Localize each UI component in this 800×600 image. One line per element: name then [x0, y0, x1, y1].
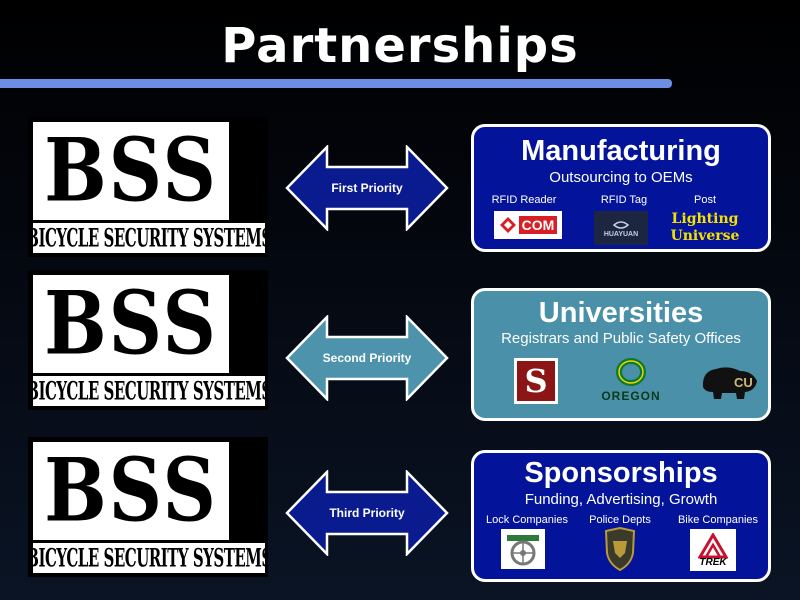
second-priority-label: Second Priority: [322, 351, 412, 365]
oregon-o-icon: [616, 358, 646, 386]
colorado-logo-text: CU: [734, 375, 753, 390]
manufacturing-box: Manufacturing Outsourcing to OEMs RFID R…: [471, 124, 771, 252]
police-badge-icon: [604, 526, 636, 572]
bss-logo: BSS BICYCLE SECURITY SYSTEMS: [28, 117, 268, 257]
bss-logo-main: BSS: [44, 273, 218, 375]
oregon-logo: OREGON: [590, 358, 672, 404]
lighting-universe-line2: Universe: [670, 228, 740, 244]
first-priority-arrow: First Priority: [285, 145, 449, 231]
lock-wheel-icon: [507, 535, 539, 566]
com-logo: COM: [494, 211, 562, 239]
second-priority-arrow: Second Priority: [285, 315, 449, 401]
post-label: Post: [693, 194, 716, 206]
manufacturing-subtitle: Outsourcing to OEMs: [549, 169, 693, 186]
police-badge-logo: [604, 526, 636, 572]
page-title: Partnerships: [221, 18, 579, 74]
bss-logo-main: BSS: [44, 120, 218, 222]
com-logo-text: COM: [518, 216, 558, 234]
bss-logo-tagline: BICYCLE SECURITY SYSTEMS: [33, 543, 265, 573]
stanford-logo: S: [514, 358, 558, 404]
buffalo-icon: CU: [702, 367, 757, 399]
huayuan-logo: HUAYUAN: [594, 211, 648, 245]
bike-companies-label: Bike Companies: [677, 514, 759, 526]
bss-logo-main: BSS: [44, 440, 218, 542]
oregon-logo-text: OREGON: [601, 389, 661, 403]
sponsorships-heading: Sponsorships: [524, 457, 718, 489]
stanford-logo-text: S: [524, 362, 548, 400]
lock-companies-label: Lock Companies: [486, 514, 568, 526]
lighting-universe-line1: Lighting: [671, 211, 739, 227]
manufacturing-heading: Manufacturing: [521, 135, 721, 167]
police-depts-label: Police Depts: [589, 514, 651, 526]
huayuan-logo-text: HUAYUAN: [603, 230, 639, 238]
colorado-logo: CU: [700, 361, 760, 401]
third-priority-arrow: Third Priority: [285, 470, 449, 556]
bss-logo-tagline: BICYCLE SECURITY SYSTEMS: [33, 376, 265, 406]
bss-logo: BSS BICYCLE SECURITY SYSTEMS: [28, 270, 268, 410]
bss-logo-tagline: BICYCLE SECURITY SYSTEMS: [33, 223, 265, 253]
huayuan-mark-icon: [613, 220, 629, 229]
universities-subtitle: Registrars and Public Safety Offices: [501, 330, 741, 347]
rfid-tag-label: RFID Tag: [600, 194, 648, 206]
first-priority-label: First Priority: [331, 181, 403, 195]
lighting-universe-logo: Lighting Universe: [670, 211, 740, 247]
trek-emblem-icon: [698, 532, 728, 558]
sponsorships-subtitle: Funding, Advertising, Growth: [524, 491, 718, 508]
universities-box: Universities Registrars and Public Safet…: [471, 288, 771, 421]
bss-logo: BSS BICYCLE SECURITY SYSTEMS: [28, 437, 268, 577]
trek-logo: TREK: [690, 529, 736, 571]
lock-company-logo: [501, 529, 545, 569]
com-diamond-icon: [499, 217, 516, 233]
rfid-reader-label: RFID Reader: [491, 194, 557, 206]
title-underline: [0, 79, 672, 88]
third-priority-label: Third Priority: [329, 506, 405, 520]
trek-logo-text: TREK: [699, 556, 727, 568]
universities-heading: Universities: [538, 297, 704, 329]
sponsorships-box: Sponsorships Funding, Advertising, Growt…: [471, 450, 771, 582]
